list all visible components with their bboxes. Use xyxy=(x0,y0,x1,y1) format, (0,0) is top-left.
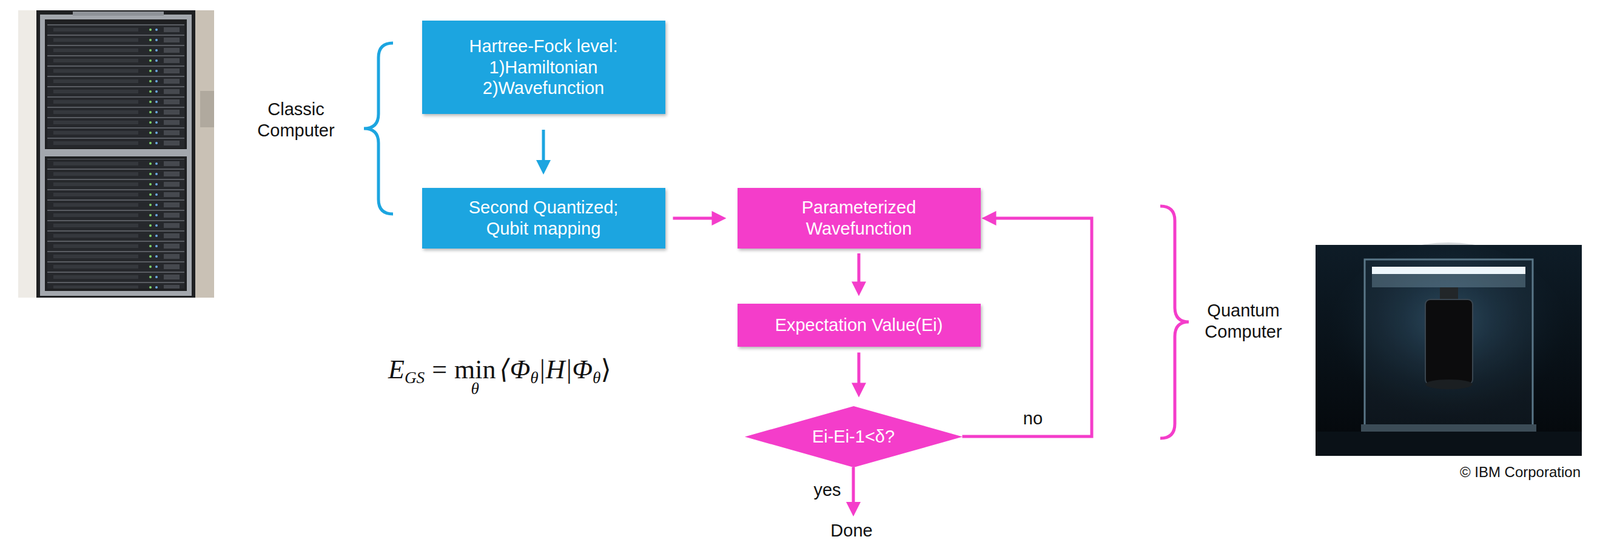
arrowhead xyxy=(846,502,861,517)
math-symbol: ⟩ xyxy=(600,354,611,385)
wall xyxy=(194,10,215,298)
arrowhead xyxy=(851,282,867,297)
group-label: Quantum Computer xyxy=(1190,300,1297,343)
process-box: Parameterized Wavefunction xyxy=(737,188,981,249)
group-label: Classic Computer xyxy=(243,98,350,142)
connector-line xyxy=(542,129,546,163)
connector xyxy=(536,129,551,175)
photo-background xyxy=(18,10,215,298)
math-subscript: GS xyxy=(404,368,425,387)
process-box: Second Quantized; Qubit mapping xyxy=(422,188,666,249)
connector-line xyxy=(857,253,861,285)
math-operator: minθ xyxy=(454,354,496,387)
math-symbol: E xyxy=(388,354,405,385)
curly-bracket xyxy=(363,43,394,215)
connector-line xyxy=(962,218,1093,437)
connector xyxy=(846,467,861,518)
door-bar xyxy=(42,149,190,157)
cryostat xyxy=(1425,299,1473,385)
hanger xyxy=(1439,287,1459,301)
connector-line xyxy=(857,352,861,386)
math-operator: = xyxy=(431,354,448,385)
connector-line xyxy=(673,217,715,221)
edge-label: no xyxy=(1021,408,1045,430)
equation: EGS=minθ⟨Φθ|H|Φθ⟩ xyxy=(388,354,612,388)
arrowhead xyxy=(536,160,551,175)
photo-glow xyxy=(1327,242,1570,437)
light-panel xyxy=(1371,266,1526,275)
light-glow xyxy=(1371,274,1526,288)
node-text: Hartree-Fock level: 1)Hamiltonian 2)Wave… xyxy=(446,35,641,99)
diamond-fill xyxy=(744,406,963,468)
cryostat-base xyxy=(1425,379,1473,390)
edge-label: yes xyxy=(811,479,843,501)
math-subscript: θ xyxy=(592,368,601,387)
server-units xyxy=(47,24,185,148)
server-units xyxy=(47,158,185,289)
connector xyxy=(851,352,867,398)
rack-frame xyxy=(36,10,196,298)
arrowhead xyxy=(712,211,727,226)
math-subscript: θ xyxy=(471,379,480,400)
node-text: Done xyxy=(830,521,873,542)
connector xyxy=(673,211,727,226)
glass-case xyxy=(1364,259,1533,426)
node-text: Ei-Ei-1<δ? xyxy=(812,426,895,448)
math-symbol: |H|Φ xyxy=(538,354,593,385)
wall-fixture xyxy=(200,90,215,128)
node-text: Second Quantized; Qubit mapping xyxy=(446,197,641,240)
curly-bracket xyxy=(1160,206,1189,439)
arrowhead xyxy=(981,211,997,226)
floor xyxy=(1315,431,1582,457)
node-text: Expectation Value(Ei) xyxy=(775,314,944,337)
connector-line xyxy=(852,467,856,506)
decision-diamond: Ei-Ei-1<δ? xyxy=(744,406,963,468)
node-text: Parameterized Wavefunction xyxy=(761,197,956,240)
end-text: Done xyxy=(829,520,874,543)
process-box: Hartree-Fock level: 1)Hamiltonian 2)Wave… xyxy=(422,20,666,115)
arrowhead xyxy=(851,383,867,398)
plinth xyxy=(1361,424,1537,432)
math-subscript: θ xyxy=(530,368,538,387)
connector xyxy=(962,211,1093,437)
process-box: Expectation Value(Ei) xyxy=(737,303,981,347)
door-frame xyxy=(42,16,190,294)
math-symbol: ⟨Φ xyxy=(499,354,531,385)
connector xyxy=(851,253,867,297)
copyright-note: © IBM Corporation xyxy=(1459,463,1581,482)
top-vent xyxy=(72,11,164,16)
